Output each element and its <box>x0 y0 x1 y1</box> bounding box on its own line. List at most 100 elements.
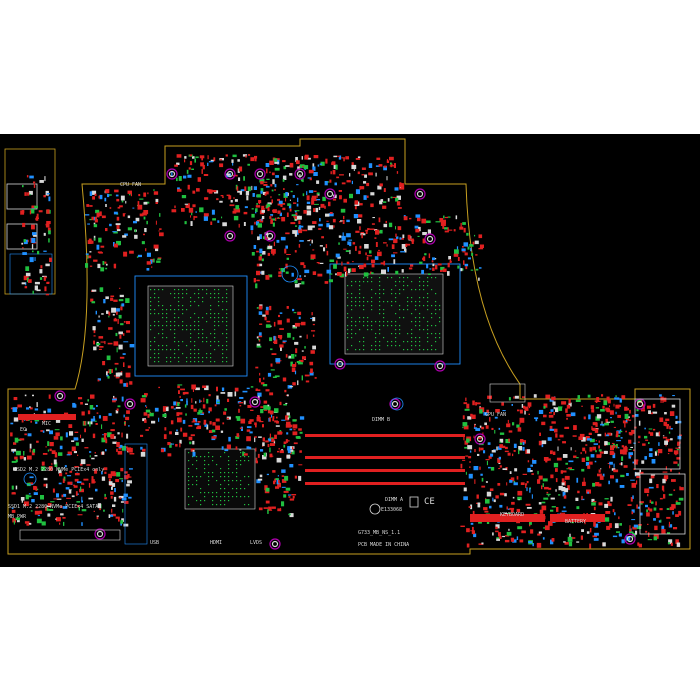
mounting-hole-icon <box>626 535 634 543</box>
smd-pad <box>677 463 679 467</box>
smd-pad <box>255 460 258 464</box>
smd-pad <box>297 380 299 386</box>
bga-ball <box>222 309 224 311</box>
smd-pad <box>668 448 673 452</box>
smd-pad <box>293 215 295 218</box>
smd-pad <box>77 505 80 507</box>
smd-pad <box>545 458 547 462</box>
smd-pad <box>137 254 142 258</box>
smd-pad <box>665 418 670 421</box>
smd-pad <box>374 256 379 260</box>
bga-ball <box>158 333 160 335</box>
smd-pad <box>496 446 498 451</box>
smd-pad <box>395 238 398 243</box>
smd-pad <box>120 306 123 311</box>
bga-ball <box>232 480 234 482</box>
smd-pad <box>97 503 102 509</box>
smd-pad <box>659 497 663 500</box>
smd-pad <box>294 280 298 284</box>
smd-pad <box>457 257 460 261</box>
smd-pad <box>46 507 49 511</box>
bga-ball <box>371 309 373 311</box>
smd-pad <box>191 384 196 390</box>
smd-pad <box>661 485 665 491</box>
smd-pad <box>28 279 32 283</box>
bga-ball <box>224 496 226 498</box>
smd-pad <box>262 455 267 460</box>
smd-pad <box>662 435 665 437</box>
smd-pad <box>147 413 150 418</box>
smd-pad <box>268 274 273 278</box>
smd-pad <box>103 467 108 471</box>
smd-pad <box>291 450 295 455</box>
smd-pad <box>89 205 93 207</box>
smd-pad <box>114 189 119 193</box>
smd-pad <box>192 204 196 208</box>
pcb-viewer[interactable]: DIMM B DIMM A SSD1 M.2 2280 NVMe PCIEx4 … <box>0 134 700 567</box>
smd-pad <box>335 164 338 170</box>
smd-pad <box>408 267 413 270</box>
smd-pad <box>460 222 462 227</box>
bga-ball <box>150 289 152 291</box>
smd-pad <box>116 442 120 447</box>
bga-ball <box>411 301 413 303</box>
smd-pad <box>110 297 114 301</box>
smd-pad <box>146 406 148 408</box>
bga-ball <box>403 285 405 287</box>
smd-pad <box>68 424 73 428</box>
smd-pad <box>333 155 337 158</box>
smd-pad <box>239 397 244 399</box>
smd-pad <box>288 496 291 498</box>
smd-pad <box>517 490 523 496</box>
smd-pad <box>126 433 129 439</box>
smd-pad <box>85 214 90 216</box>
smd-pad <box>277 217 279 219</box>
smd-pad <box>144 228 147 233</box>
smd-pad <box>271 414 273 418</box>
smd-pad <box>389 156 394 161</box>
smd-pad <box>122 213 125 217</box>
smd-pad <box>184 203 189 205</box>
smd-pad <box>518 446 523 451</box>
smd-pad <box>265 185 270 188</box>
smd-pad <box>115 223 121 226</box>
smd-pad <box>361 174 365 176</box>
smd-pad <box>312 323 315 326</box>
smd-pad <box>25 282 27 286</box>
smd-pad <box>386 176 388 181</box>
smd-pad <box>267 406 271 410</box>
smd-pad <box>265 487 270 492</box>
smd-pad <box>657 453 659 456</box>
smd-pad <box>169 431 172 435</box>
bga-ball <box>359 293 361 295</box>
smd-pad <box>539 432 541 436</box>
smd-pad <box>34 510 40 515</box>
mounting-hole-icon <box>56 392 64 400</box>
bga-ball <box>347 317 349 319</box>
ul-mark-label: E133068 <box>381 507 403 513</box>
smd-pad <box>264 232 269 236</box>
smd-pad <box>583 477 585 483</box>
smd-pad <box>89 191 93 196</box>
smd-pad <box>94 468 98 474</box>
smd-pad <box>180 427 183 432</box>
smd-pad <box>271 438 275 443</box>
smd-pad <box>19 438 25 441</box>
bga-ball <box>190 325 192 327</box>
bga-ball <box>162 305 164 307</box>
bga-ball <box>423 281 425 283</box>
smd-pad <box>84 447 89 449</box>
smd-pad <box>99 211 102 217</box>
smd-pad <box>277 508 282 512</box>
smd-pad <box>507 508 510 510</box>
smd-pad <box>592 427 596 431</box>
bga-ball <box>415 289 417 291</box>
smd-pad <box>123 493 128 497</box>
smd-pad <box>342 232 344 237</box>
smd-pad <box>369 250 372 254</box>
smd-pad <box>483 507 488 511</box>
bga-ball <box>202 357 204 359</box>
bga-ball <box>431 317 433 319</box>
smd-pad <box>258 200 262 204</box>
smd-pad <box>676 457 681 460</box>
